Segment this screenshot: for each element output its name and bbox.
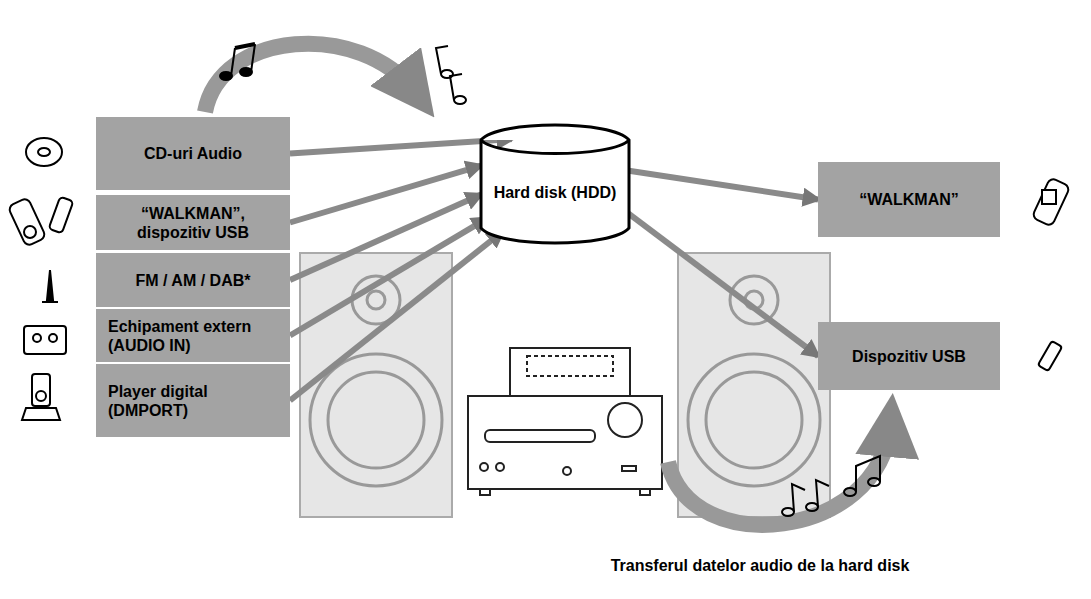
- source-box: “WALKMAN”: [818, 162, 1000, 237]
- flow-arrow: [629, 171, 818, 200]
- source-box: Dispozitiv USB: [818, 322, 1000, 390]
- box-label: CD-uri Audio: [108, 144, 278, 163]
- flow-arrow: [290, 218, 487, 335]
- flow-arrow: [624, 210, 818, 356]
- source-box: “WALKMAN”, dispozitiv USB: [96, 195, 290, 250]
- source-box: CD-uri Audio: [96, 117, 290, 190]
- flow-arrow: [290, 139, 512, 153]
- box-label: Hard disk (HDD): [492, 183, 618, 202]
- flow-arrow: [290, 232, 503, 401]
- box-label: Echipament extern (AUDIO IN): [108, 317, 278, 355]
- box-label: FM / AM / DAB*: [108, 271, 278, 290]
- source-box: Player digital (DMPORT): [96, 364, 290, 437]
- flow-arrow: [290, 166, 481, 223]
- box-label: Player digital (DMPORT): [108, 382, 278, 420]
- box-label: “WALKMAN”: [830, 190, 988, 209]
- hard-disk-cylinder: Hard disk (HDD): [478, 118, 632, 250]
- box-label: Dispozitiv USB: [830, 347, 988, 366]
- caption-note: Transferul datelor audio de la hard disk: [611, 557, 910, 575]
- source-box: Echipament extern (AUDIO IN): [96, 309, 290, 362]
- source-box: FM / AM / DAB*: [96, 253, 290, 307]
- box-label: “WALKMAN”, dispozitiv USB: [108, 204, 278, 242]
